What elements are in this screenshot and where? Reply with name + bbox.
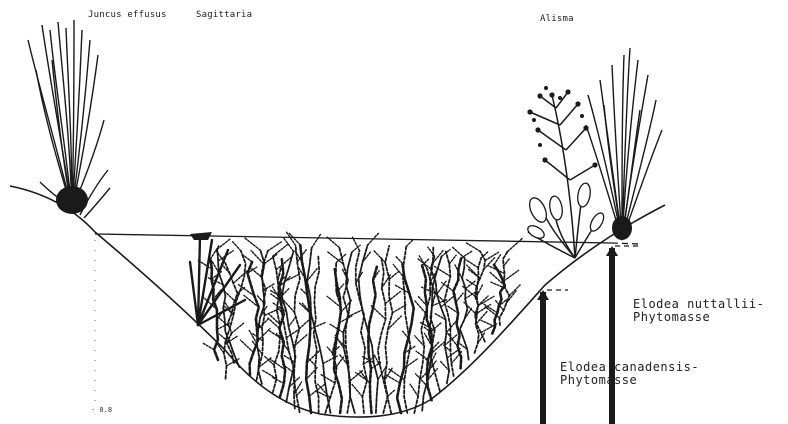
elodea-branch [443, 344, 451, 351]
elodea-branch [395, 256, 402, 264]
nuttallii-label: Elodea nuttallii- Phytomasse [633, 298, 764, 324]
elodea-branch [321, 375, 335, 383]
elodea-branch [509, 285, 520, 296]
elodea-branch [217, 239, 230, 249]
elodea-branch [269, 331, 280, 338]
nuttallii-biomass-bar [606, 246, 640, 424]
elodea-branch [485, 252, 498, 260]
elodea-branch [318, 384, 330, 398]
elodea-branch [312, 235, 321, 248]
elodea-stem [356, 251, 367, 413]
elodea-branch [416, 351, 428, 360]
elodea-branch [466, 242, 481, 251]
elodea-branch [233, 242, 241, 251]
elodea-branch [288, 232, 300, 245]
elodea-branch [203, 343, 214, 350]
elodea-branch [481, 320, 495, 326]
elodea-branch [348, 310, 363, 317]
elodea-stem [210, 259, 218, 360]
alisma-label: Alisma [540, 14, 574, 24]
sagittaria-label: Sagittaria [196, 10, 252, 20]
elodea-vegetation [198, 232, 522, 413]
elodea-stem [397, 263, 414, 413]
elodea-branch [272, 377, 284, 384]
elodea-branch [418, 259, 431, 269]
alisma-leaves [526, 182, 607, 241]
canadensis-label: Elodea canadensis- Phytomasse [560, 361, 699, 387]
elodea-branch [297, 389, 303, 395]
elodea-branch [309, 359, 316, 366]
canadensis-label-line2: Phytomasse [560, 374, 699, 387]
canadensis-biomass-bar [537, 290, 568, 424]
water-surface-dash [612, 243, 640, 244]
elodea-branch [257, 296, 263, 303]
elodea-stem [334, 269, 342, 413]
elodea-branch [385, 292, 400, 304]
elodea-branch [268, 318, 279, 328]
juncus-label: Juncus effusus [88, 10, 167, 20]
elodea-branch [232, 323, 244, 333]
juncus-right-base [612, 216, 632, 240]
elodea-branch [456, 293, 463, 302]
elodea-branch [504, 270, 519, 281]
elodea-branch [351, 384, 362, 397]
elodea-branch [393, 305, 406, 313]
elodea-stem [248, 262, 259, 375]
elodea-branch [504, 258, 510, 266]
elodea-branch [240, 340, 253, 352]
elodea-branch [252, 269, 262, 277]
elodea-branch [508, 238, 523, 251]
elodea-branch [268, 242, 282, 251]
elodea-branch [386, 375, 400, 383]
depth-mark: - 0.8 [91, 406, 112, 414]
juncus-right-clump [586, 48, 662, 240]
elodea-branch [245, 238, 260, 250]
elodea-branch [289, 318, 296, 327]
nuttallii-label-line2: Phytomasse [633, 311, 764, 324]
elodea-branch [406, 240, 413, 247]
juncus-left-base [56, 186, 88, 214]
elodea-branch [388, 390, 395, 396]
elodea-branch [410, 384, 418, 396]
elodea-branch [466, 279, 477, 286]
elodea-branch [449, 255, 456, 264]
elodea-branch [462, 286, 475, 297]
elodea-branch [494, 255, 501, 265]
elodea-branch [373, 250, 385, 263]
